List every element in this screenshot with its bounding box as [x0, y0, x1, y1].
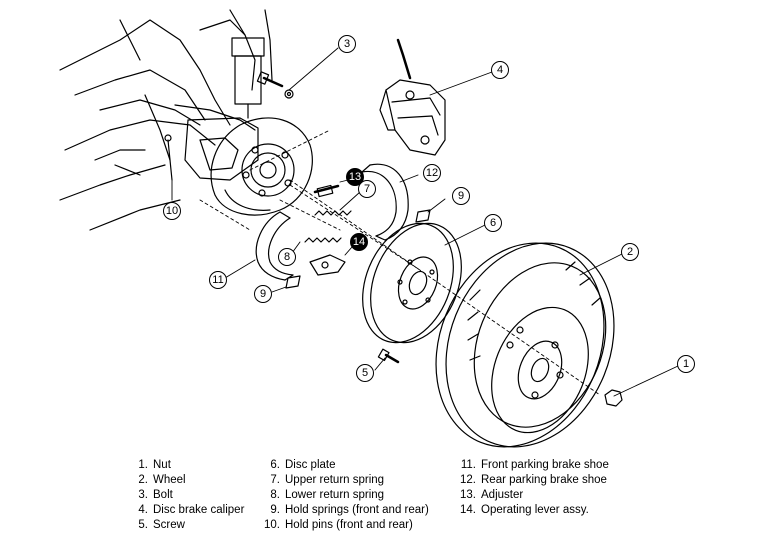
legend-item: 4.Disc brake caliper	[138, 504, 245, 516]
callout-14: 14	[350, 233, 368, 251]
wheel	[435, 242, 615, 448]
disc-brake-caliper	[379, 38, 446, 156]
svg-text:9: 9	[458, 190, 464, 202]
legend-item: 12.Rear parking brake shoe	[460, 474, 607, 486]
legend-item: 11.Front parking brake shoe	[460, 459, 609, 471]
legend-item: 3.Bolt	[138, 489, 173, 501]
operating-lever-assy	[309, 254, 346, 276]
svg-text:14: 14	[353, 236, 365, 248]
callout-8: 8	[278, 248, 296, 266]
callout-9-upper: 9	[452, 187, 470, 205]
svg-text:12: 12	[426, 167, 438, 179]
lower-return-spring	[304, 237, 342, 243]
legend-column-2: 6.Disc plate 7.Upper return spring 8.Low…	[262, 458, 429, 533]
callout-11: 11	[209, 271, 227, 289]
legend-item: 1.Nut	[138, 459, 171, 471]
callout-12: 12	[423, 164, 441, 182]
legend-item: 13.Adjuster	[460, 489, 524, 501]
rear-parking-brake-shoe	[361, 163, 409, 241]
callout-10: 10	[163, 202, 181, 220]
legend-item: 14.Operating lever assy.	[460, 504, 589, 516]
legend-item: 9.Hold springs (front and rear)	[270, 504, 429, 516]
legend-item: 2.Wheel	[138, 474, 186, 486]
legend-item: 8.Lower return spring	[270, 489, 385, 501]
bolt	[256, 71, 294, 99]
svg-text:2: 2	[627, 246, 633, 258]
screw	[377, 348, 400, 364]
svg-text:9: 9	[260, 288, 266, 300]
svg-text:7: 7	[364, 183, 370, 195]
legend-item: 6.Disc plate	[270, 459, 336, 471]
svg-text:6: 6	[490, 217, 496, 229]
callout-1: 1	[677, 355, 695, 373]
suspension-knuckle	[59, 9, 273, 231]
adjuster	[313, 184, 340, 198]
hold-pin-10	[164, 134, 173, 181]
svg-text:1: 1	[683, 358, 689, 370]
legend-column-3: 11.Front parking brake shoe 12.Rear park…	[458, 458, 609, 518]
nut	[604, 389, 623, 407]
hold-spring-upper	[415, 209, 431, 223]
legend-item: 5.Screw	[138, 519, 185, 531]
svg-text:13: 13	[349, 171, 361, 183]
callout-13: 13	[346, 168, 364, 186]
svg-text:5: 5	[362, 367, 368, 379]
hub-and-shield	[210, 117, 313, 216]
callout-2: 2	[621, 243, 639, 261]
legend-item: 7.Upper return spring	[270, 474, 385, 486]
hold-spring-lower	[285, 275, 301, 289]
legend-item: 10.Hold pins (front and rear)	[264, 519, 413, 531]
callout-3: 3	[338, 35, 356, 53]
callout-4: 4	[491, 61, 509, 79]
svg-text:4: 4	[497, 64, 503, 76]
svg-text:8: 8	[284, 251, 290, 263]
callout-7: 7	[358, 180, 376, 198]
legend-column-1: 1.Nut 2.Wheel 3.Bolt 4.Disc brake calipe…	[130, 458, 244, 533]
callout-6: 6	[484, 214, 502, 232]
exploded-view-diagram: 1 2 3 4 5 6 7 8	[59, 9, 695, 448]
callout-9-lower: 9	[254, 285, 272, 303]
callout-5: 5	[356, 364, 374, 382]
svg-text:10: 10	[166, 205, 178, 217]
disc-plate	[362, 222, 462, 344]
front-parking-brake-shoe	[255, 211, 294, 281]
svg-text:11: 11	[212, 274, 223, 286]
svg-text:3: 3	[344, 38, 350, 50]
